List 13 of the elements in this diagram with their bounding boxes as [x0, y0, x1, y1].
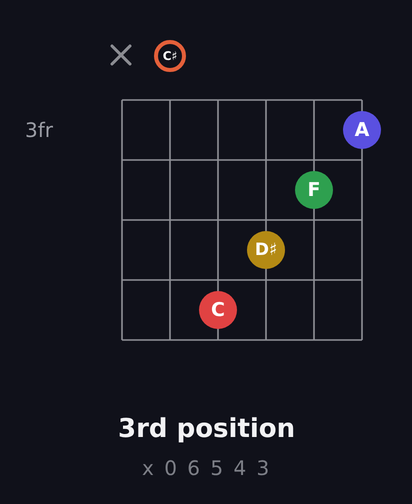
- note-label: C♯: [162, 50, 178, 62]
- finger-dot: [199, 291, 237, 329]
- note-label: C: [211, 300, 225, 320]
- finger-dot: [247, 231, 285, 269]
- note-label: F: [308, 180, 320, 200]
- open-string-ring: [154, 40, 186, 72]
- note-label: D♯: [254, 242, 278, 258]
- finger-dot: [295, 171, 333, 209]
- fret-number: 3fr: [25, 120, 53, 140]
- chord-title: 3rd position: [118, 416, 296, 442]
- finger-dot: [343, 111, 381, 149]
- fingering-text: x 0 6 5 4 3: [142, 458, 272, 478]
- note-label: A: [354, 120, 370, 140]
